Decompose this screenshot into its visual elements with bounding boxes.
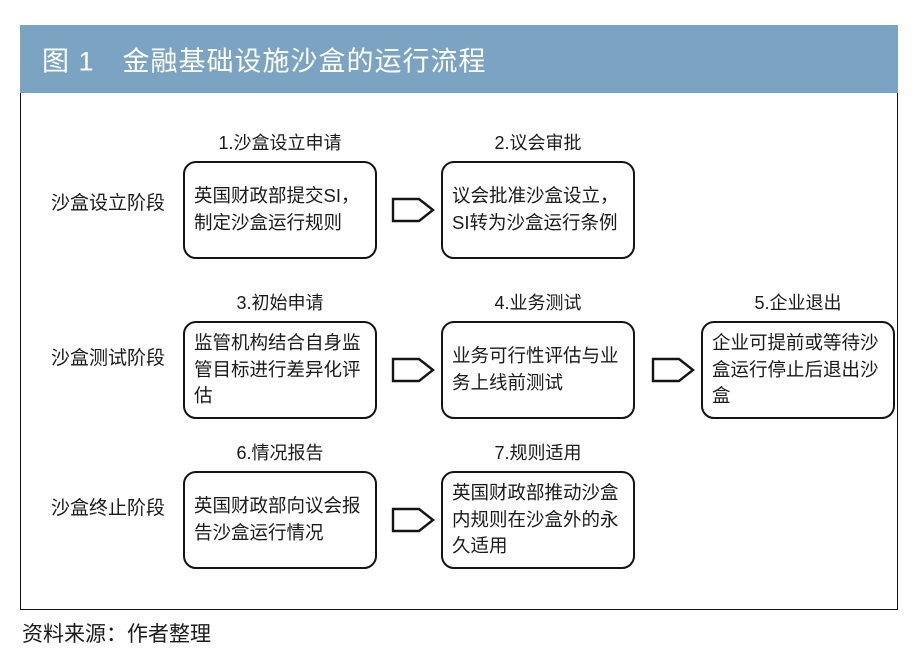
step-box-text: 英国财政部提交SI，制定沙盒运行规则	[194, 185, 360, 233]
source-note: 资料来源：作者整理	[22, 623, 211, 646]
step-box-text: 企业可提前或等待沙盒运行停止后退出沙盒	[712, 331, 879, 407]
step-box[interactable]: 监管机构结合自身监管目标进行差异化评估	[183, 321, 377, 419]
figure-content-frame: 沙盒设立阶段 1.沙盒设立申请 英国财政部提交SI，制定沙盒运行规则 2.议会审…	[20, 93, 898, 610]
step-box-text: 议会批准沙盒设立，SI转为沙盒运行条例	[452, 185, 619, 233]
flow-row: 沙盒设立阶段 1.沙盒设立申请 英国财政部提交SI，制定沙盒运行规则 2.议会审…	[21, 121, 899, 281]
flow-step[interactable]: 7.规则适用 英国财政部推动沙盒内规则在沙盒外的永久适用	[441, 431, 635, 581]
step-caption: 6.情况报告	[236, 443, 324, 463]
flow-step[interactable]: 5.企业退出 企业可提前或等待沙盒运行停止后退出沙盒	[701, 281, 895, 431]
flow-step[interactable]: 6.情况报告 英国财政部向议会报告沙盒运行情况	[183, 431, 377, 581]
step-caption: 1.沙盒设立申请	[218, 133, 342, 153]
flow-step[interactable]: 2.议会审批 议会批准沙盒设立，SI转为沙盒运行条例	[441, 121, 635, 281]
step-box[interactable]: 业务可行性评估与业务上线前测试	[441, 321, 635, 419]
stage-label: 沙盒终止阶段	[50, 497, 165, 519]
step-box-text: 英国财政部向议会报告沙盒运行情况	[194, 495, 361, 543]
stage-label: 沙盒设立阶段	[50, 192, 165, 214]
step-box[interactable]: 英国财政部提交SI，制定沙盒运行规则	[183, 161, 377, 259]
step-box[interactable]: 企业可提前或等待沙盒运行停止后退出沙盒	[701, 321, 895, 419]
figure-header-bar: 图 1 金融基础设施沙盒的运行流程	[20, 25, 898, 93]
step-caption: 5.企业退出	[754, 293, 842, 313]
block-arrow-right-icon	[391, 193, 435, 227]
step-caption: 3.初始申请	[236, 293, 324, 313]
flow-step[interactable]: 4.业务测试 业务可行性评估与业务上线前测试	[441, 281, 635, 431]
step-box[interactable]: 英国财政部向议会报告沙盒运行情况	[183, 471, 377, 569]
flow-row: 沙盒终止阶段 6.情况报告 英国财政部向议会报告沙盒运行情况 7.规则适用 英国…	[21, 431, 899, 581]
step-caption: 2.议会审批	[494, 133, 582, 153]
step-box[interactable]: 英国财政部推动沙盒内规则在沙盒外的永久适用	[441, 471, 635, 569]
step-caption: 4.业务测试	[494, 293, 582, 313]
block-arrow-right-icon	[391, 353, 435, 387]
block-arrow-right-icon	[651, 353, 695, 387]
flow-step[interactable]: 1.沙盒设立申请 英国财政部提交SI，制定沙盒运行规则	[183, 121, 377, 281]
flow-step[interactable]: 3.初始申请 监管机构结合自身监管目标进行差异化评估	[183, 281, 377, 431]
stage-label: 沙盒测试阶段	[50, 347, 165, 369]
step-caption: 7.规则适用	[494, 443, 582, 463]
step-box-text: 英国财政部推动沙盒内规则在沙盒外的永久适用	[452, 481, 619, 557]
block-arrow-right-icon	[391, 503, 435, 537]
step-box-text: 业务可行性评估与业务上线前测试	[452, 345, 619, 393]
step-box[interactable]: 议会批准沙盒设立，SI转为沙盒运行条例	[441, 161, 635, 259]
step-box-text: 监管机构结合自身监管目标进行差异化评估	[194, 331, 361, 407]
figure-title: 图 1 金融基础设施沙盒的运行流程	[42, 46, 487, 77]
flow-row: 沙盒测试阶段 3.初始申请 监管机构结合自身监管目标进行差异化评估 4.业务测试…	[21, 281, 899, 431]
